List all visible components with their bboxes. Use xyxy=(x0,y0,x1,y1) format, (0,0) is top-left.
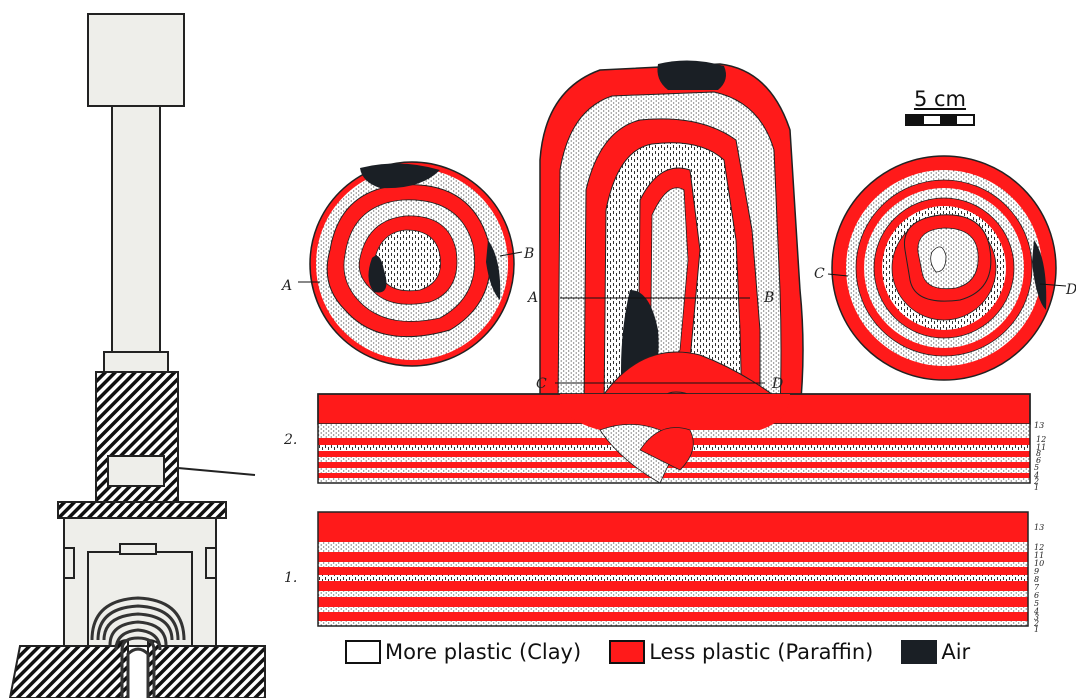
panel-label-1: 1. xyxy=(284,570,297,586)
legend-item-paraffin: Less plastic (Paraffin) xyxy=(609,640,873,664)
layer-num: 1 xyxy=(1034,625,1039,634)
label-c-center: C xyxy=(536,376,547,392)
legend-label-air: Air xyxy=(941,640,970,664)
label-c-right: C xyxy=(814,266,825,282)
panel-label-2: 2. xyxy=(283,432,297,448)
scale-bar-label: 5 cm xyxy=(904,88,976,110)
legend-item-air: Air xyxy=(901,640,970,664)
legend-label-paraffin: Less plastic (Paraffin) xyxy=(649,640,873,664)
layer-num: 13 xyxy=(1034,523,1044,532)
cross-section-cd xyxy=(828,156,1066,380)
legend: More plastic (Clay) Less plastic (Paraff… xyxy=(345,636,998,668)
diapir-section-stage2 xyxy=(540,60,803,410)
layer-num: 13 xyxy=(1034,421,1044,430)
label-b-center: B xyxy=(763,290,774,306)
clay-swatch-icon xyxy=(345,640,381,664)
label-d-right: D xyxy=(1065,282,1076,298)
layered-base-stage2 xyxy=(318,394,1030,483)
layer-numbers-stage1: 13 12 11 10 9 8 7 6 5 4 3 2 1 xyxy=(1033,523,1044,634)
layer-numbers-stage2: 13 12 11 8 6 5 4 2 1 xyxy=(1033,421,1046,492)
label-b-left: B xyxy=(523,246,534,262)
apparatus-drawing xyxy=(10,14,265,698)
label-d-center: D xyxy=(771,376,783,392)
label-a-center: A xyxy=(526,290,538,306)
scale-bar-graphic xyxy=(905,114,975,126)
scale-bar: 5 cm xyxy=(904,88,976,126)
legend-item-clay: More plastic (Clay) xyxy=(345,640,581,664)
layer-num: 1 xyxy=(1034,483,1039,492)
paraffin-swatch-icon xyxy=(609,640,645,664)
layered-sandwich-stage1 xyxy=(318,512,1028,626)
label-a-left: A xyxy=(280,278,292,294)
air-swatch-icon xyxy=(901,640,937,664)
cross-section-ab xyxy=(298,162,522,366)
legend-label-clay: More plastic (Clay) xyxy=(385,640,581,664)
